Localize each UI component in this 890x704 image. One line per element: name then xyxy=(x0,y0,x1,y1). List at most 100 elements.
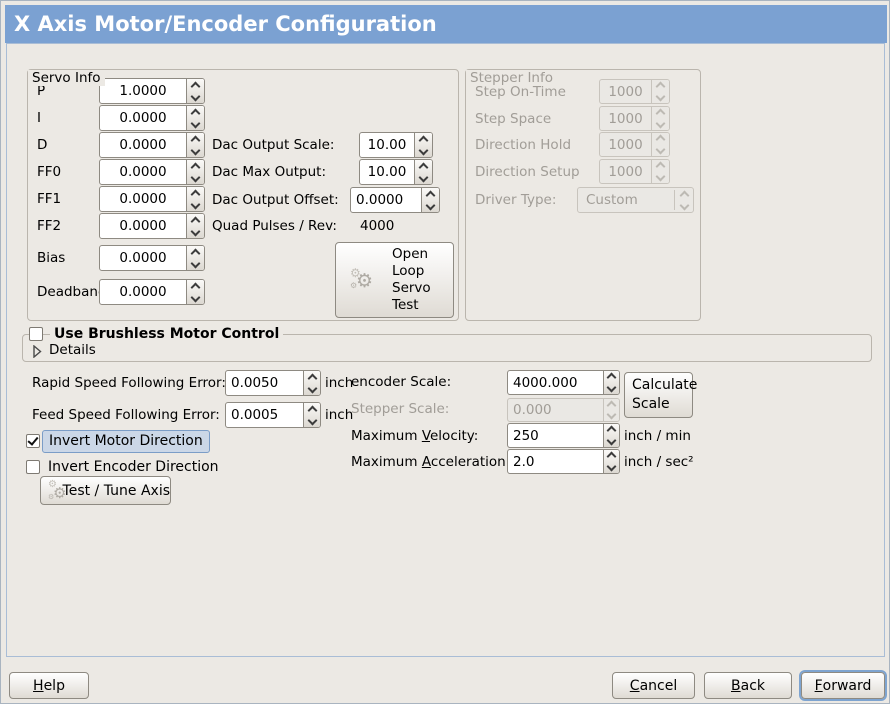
deadband-value[interactable]: 0.0000 xyxy=(119,284,167,300)
content-panel: Servo Info P I D FF0 FF1 FF2 Bias Deadba… xyxy=(6,43,885,657)
step-space-spinbox: 1000 xyxy=(599,106,670,131)
maximum-velocity-arrows[interactable] xyxy=(603,424,619,447)
feed-following-error-spinbox[interactable]: 0.0005 xyxy=(225,402,321,428)
d-value[interactable]: 0.0000 xyxy=(119,137,167,153)
dac-output-scale-label: Dac Output Scale: xyxy=(212,137,335,153)
stepper-scale-value: 0.000 xyxy=(513,402,552,418)
maximum-velocity-unit: inch / min xyxy=(624,428,691,444)
deadband-label: Deadband xyxy=(37,284,107,300)
rapid-following-error-value[interactable]: 0.0050 xyxy=(231,375,279,391)
use-brushless-checkbox[interactable] xyxy=(29,327,43,341)
encoder-scale-arrows[interactable] xyxy=(603,371,619,394)
ff0-spinbox[interactable]: 0.0000 xyxy=(99,159,205,185)
p-spin-arrows[interactable] xyxy=(186,79,204,103)
rapid-following-error-arrows[interactable] xyxy=(303,371,320,395)
direction-hold-spinbox: 1000 xyxy=(599,132,670,157)
servo-info-legend: Servo Info xyxy=(28,70,105,86)
combo-arrows-icon xyxy=(675,190,693,211)
expander-triangle-icon[interactable] xyxy=(32,343,42,362)
d-spin-arrows[interactable] xyxy=(186,133,204,157)
bias-spinbox[interactable]: 0.0000 xyxy=(99,245,205,271)
i-spinbox[interactable]: 0.0000 xyxy=(99,105,205,131)
invert-motor-label[interactable]: Invert Motor Direction xyxy=(42,430,210,453)
bias-value[interactable]: 0.0000 xyxy=(119,250,167,266)
ff0-spin-arrows[interactable] xyxy=(186,160,204,184)
direction-setup-spinbox: 1000 xyxy=(599,159,670,184)
direction-hold-arrows xyxy=(651,133,669,156)
maximum-acceleration-arrows[interactable] xyxy=(603,450,619,473)
invert-encoder-label[interactable]: Invert Encoder Direction xyxy=(48,459,219,475)
deadband-spin-arrows[interactable] xyxy=(186,280,204,304)
stepper-scale-label: Stepper Scale: xyxy=(351,401,450,417)
feed-following-error-arrows[interactable] xyxy=(303,403,320,427)
d-spinbox[interactable]: 0.0000 xyxy=(99,132,205,158)
p-spinbox[interactable]: 1.0000 xyxy=(99,78,205,104)
dac-output-offset-arrows[interactable] xyxy=(421,188,439,212)
ff2-spinbox[interactable]: 0.0000 xyxy=(99,213,205,239)
ff0-value[interactable]: 0.0000 xyxy=(119,164,167,180)
step-on-time-arrows xyxy=(651,80,669,103)
servo-info-frame: Servo Info xyxy=(27,69,459,321)
i-spin-arrows[interactable] xyxy=(186,106,204,130)
maximum-velocity-value[interactable]: 250 xyxy=(513,427,539,444)
calculate-scale-line2: Scale xyxy=(632,396,670,412)
maximum-acceleration-spinbox[interactable]: 2.0 xyxy=(507,449,620,474)
ff1-spin-arrows[interactable] xyxy=(186,187,204,211)
dac-output-offset-value[interactable]: 0.0000 xyxy=(356,192,404,208)
dac-output-scale-arrows[interactable] xyxy=(414,133,432,157)
d-label: D xyxy=(37,137,48,153)
dac-max-output-value[interactable]: 10.00 xyxy=(367,164,407,180)
open-loop-line1: Open xyxy=(392,246,429,262)
open-loop-line3: Servo xyxy=(392,280,431,296)
maximum-acceleration-label: Maximum Acceleration: xyxy=(351,454,511,470)
step-space-value: 1000 xyxy=(608,110,643,127)
dac-max-output-label: Dac Max Output: xyxy=(212,164,327,180)
use-brushless-label[interactable]: Use Brushless Motor Control xyxy=(50,325,284,343)
details-expander-label[interactable]: Details xyxy=(49,342,96,358)
direction-setup-arrows xyxy=(651,160,669,183)
dac-output-scale-value[interactable]: 10.00 xyxy=(367,137,407,153)
open-loop-servo-test-button[interactable]: ⚙⚙⚙ Open Loop Servo Test xyxy=(335,242,454,318)
invert-motor-checkbox[interactable] xyxy=(26,434,40,448)
ff1-spinbox[interactable]: 0.0000 xyxy=(99,186,205,212)
i-label: I xyxy=(37,110,41,126)
calculate-scale-button[interactable]: Calculate Scale xyxy=(624,372,697,418)
step-on-time-label: Step On-Time xyxy=(475,84,566,100)
rapid-following-error-unit: inch xyxy=(325,375,354,391)
bias-spin-arrows[interactable] xyxy=(186,246,204,270)
rapid-following-error-spinbox[interactable]: 0.0050 xyxy=(225,370,321,396)
ff2-spin-arrows[interactable] xyxy=(186,214,204,238)
feed-following-error-value[interactable]: 0.0005 xyxy=(231,407,279,423)
encoder-scale-label: encoder Scale: xyxy=(351,374,452,390)
gears-icon: ⚙⚙⚙ xyxy=(48,478,67,502)
ff2-value[interactable]: 0.0000 xyxy=(119,218,167,234)
quad-pulses-value: 4000 xyxy=(360,218,395,234)
dac-output-offset-spinbox[interactable]: 0.0000 xyxy=(350,187,440,213)
dac-output-scale-spinbox[interactable]: 10.00 xyxy=(359,132,433,158)
direction-hold-value: 1000 xyxy=(608,136,643,153)
calculate-scale-line1: Calculate xyxy=(632,377,698,393)
maximum-velocity-spinbox[interactable]: 250 xyxy=(507,423,620,448)
dac-output-offset-label: Dac Output Offset: xyxy=(212,192,339,208)
ff1-label: FF1 xyxy=(37,191,62,207)
encoder-scale-spinbox[interactable]: 4000.000 xyxy=(507,370,620,395)
test-tune-axis-button[interactable]: ⚙⚙⚙ Test / Tune Axis xyxy=(40,476,171,505)
encoder-scale-value[interactable]: 4000.000 xyxy=(513,374,578,391)
deadband-spinbox[interactable]: 0.0000 xyxy=(99,279,205,305)
i-value[interactable]: 0.0000 xyxy=(119,110,167,126)
p-value[interactable]: 1.0000 xyxy=(119,83,167,99)
ff1-value[interactable]: 0.0000 xyxy=(119,191,167,207)
maximum-acceleration-value[interactable]: 2.0 xyxy=(513,453,535,470)
invert-encoder-checkbox[interactable] xyxy=(26,460,40,474)
maximum-acceleration-unit: inch / sec² xyxy=(624,454,694,470)
step-on-time-value: 1000 xyxy=(608,83,643,100)
stepper-info-frame: Stepper Info xyxy=(465,69,701,321)
p-label: P xyxy=(37,83,46,99)
page-title: X Axis Motor/Encoder Configuration xyxy=(5,5,887,43)
dac-max-output-arrows[interactable] xyxy=(414,160,432,184)
dac-max-output-spinbox[interactable]: 10.00 xyxy=(359,159,433,185)
